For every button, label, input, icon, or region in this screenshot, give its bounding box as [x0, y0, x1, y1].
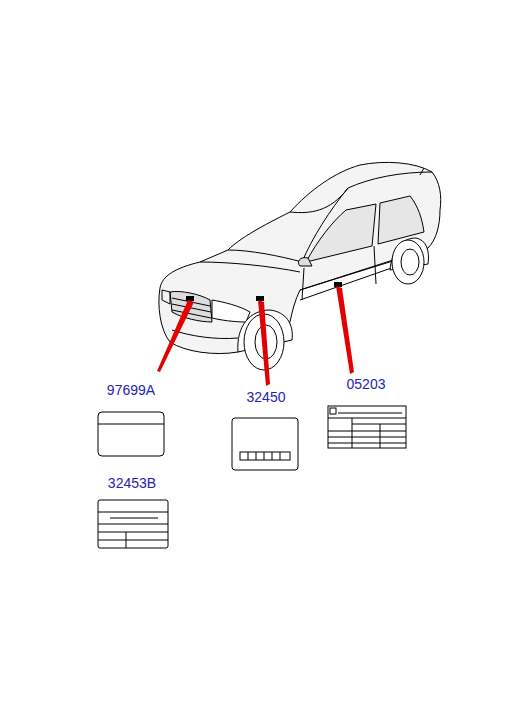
callout-number: 97699A: [107, 383, 155, 397]
callout-number: 32450: [247, 390, 286, 404]
callout-number: 32453B: [108, 476, 156, 490]
callout-number: 05203: [347, 377, 386, 391]
